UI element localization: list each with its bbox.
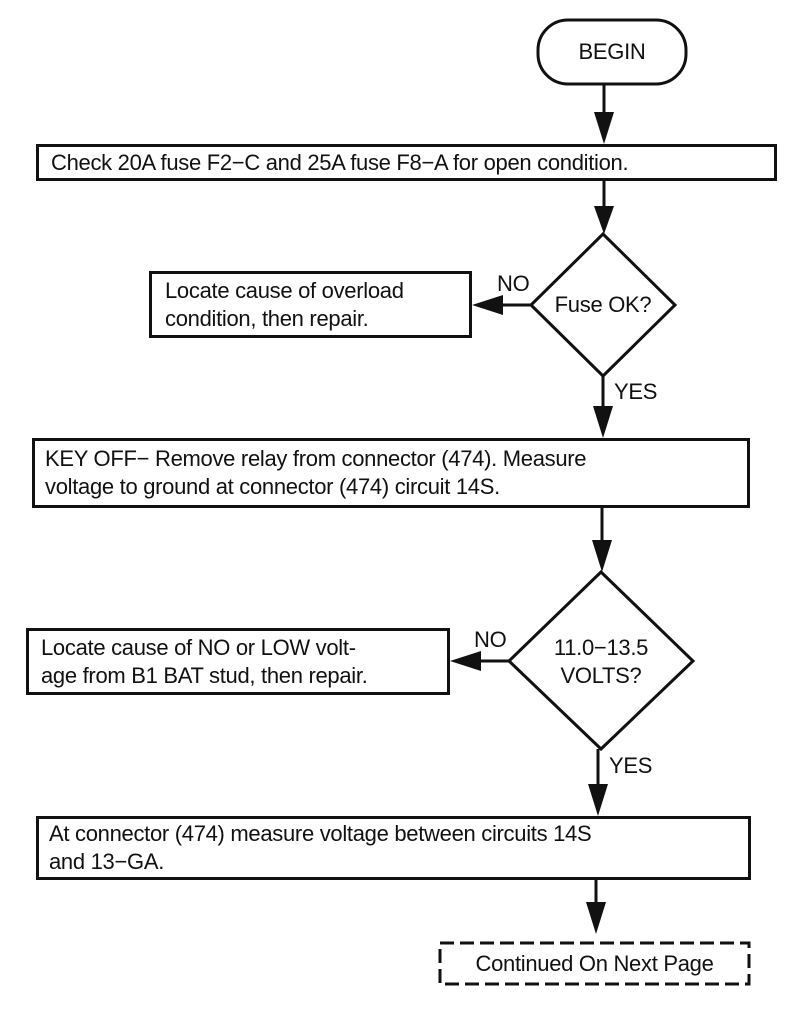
- arrowhead-step1-decision1: [594, 206, 614, 234]
- step3-line2: and 13−GA.: [49, 849, 165, 874]
- step1-box: Check 20A fuse F2−C and 25A fuse F8−A fo…: [36, 144, 777, 181]
- arrowhead-decision2-yes: [588, 784, 608, 816]
- no-action1-box: Locate cause of overload condition, then…: [149, 271, 472, 338]
- decision2-line1: 11.0−13.5: [553, 635, 649, 660]
- arrowhead-decision1-no: [472, 295, 503, 315]
- step3-box: At connector (474) measure voltage betwe…: [36, 816, 751, 880]
- decision2-text: 11.0−13.5 VOLTS?: [520, 634, 682, 690]
- step3-line1: At connector (474) measure voltage betwe…: [49, 821, 592, 846]
- no-action2-line1: Locate cause of NO or LOW volt-: [41, 634, 356, 660]
- begin-label: BEGIN: [578, 39, 646, 64]
- no-label-1: NO: [497, 271, 530, 296]
- decision2-line2: VOLTS?: [560, 663, 642, 688]
- no-action2-box: Locate cause of NO or LOW volt- age from…: [26, 628, 450, 695]
- no-action2-line2: age from B1 BAT stud, then repair.: [41, 662, 368, 688]
- step2-box: KEY OFF− Remove relay from connector (47…: [32, 438, 750, 508]
- continued-box-outline: [438, 941, 751, 986]
- no-action1-line2: condition, then repair.: [165, 305, 369, 331]
- step2-line1: KEY OFF− Remove relay from connector (47…: [45, 446, 587, 471]
- arrowhead-decision1-yes: [593, 406, 613, 438]
- decision1-text: Fuse OK?: [554, 292, 652, 317]
- yes-label-1: YES: [614, 379, 658, 404]
- arrowhead-step2-decision2: [592, 540, 612, 572]
- arrowhead-decision2-no: [450, 651, 481, 671]
- step1-text: Check 20A fuse F2−C and 25A fuse F8−A fo…: [51, 149, 629, 175]
- begin-terminal: [536, 18, 688, 86]
- yes-label-2: YES: [609, 753, 653, 778]
- continued-label: Continued On Next Page: [475, 950, 714, 976]
- arrowhead-step3-continued: [586, 902, 606, 934]
- decision2-diamond: [506, 569, 696, 752]
- no-action1-line1: Locate cause of overload: [165, 277, 404, 303]
- arrowhead-begin-step1: [594, 112, 614, 144]
- step2-line2: voltage to ground at connector (474) cir…: [45, 474, 500, 499]
- no-label-2: NO: [474, 627, 507, 652]
